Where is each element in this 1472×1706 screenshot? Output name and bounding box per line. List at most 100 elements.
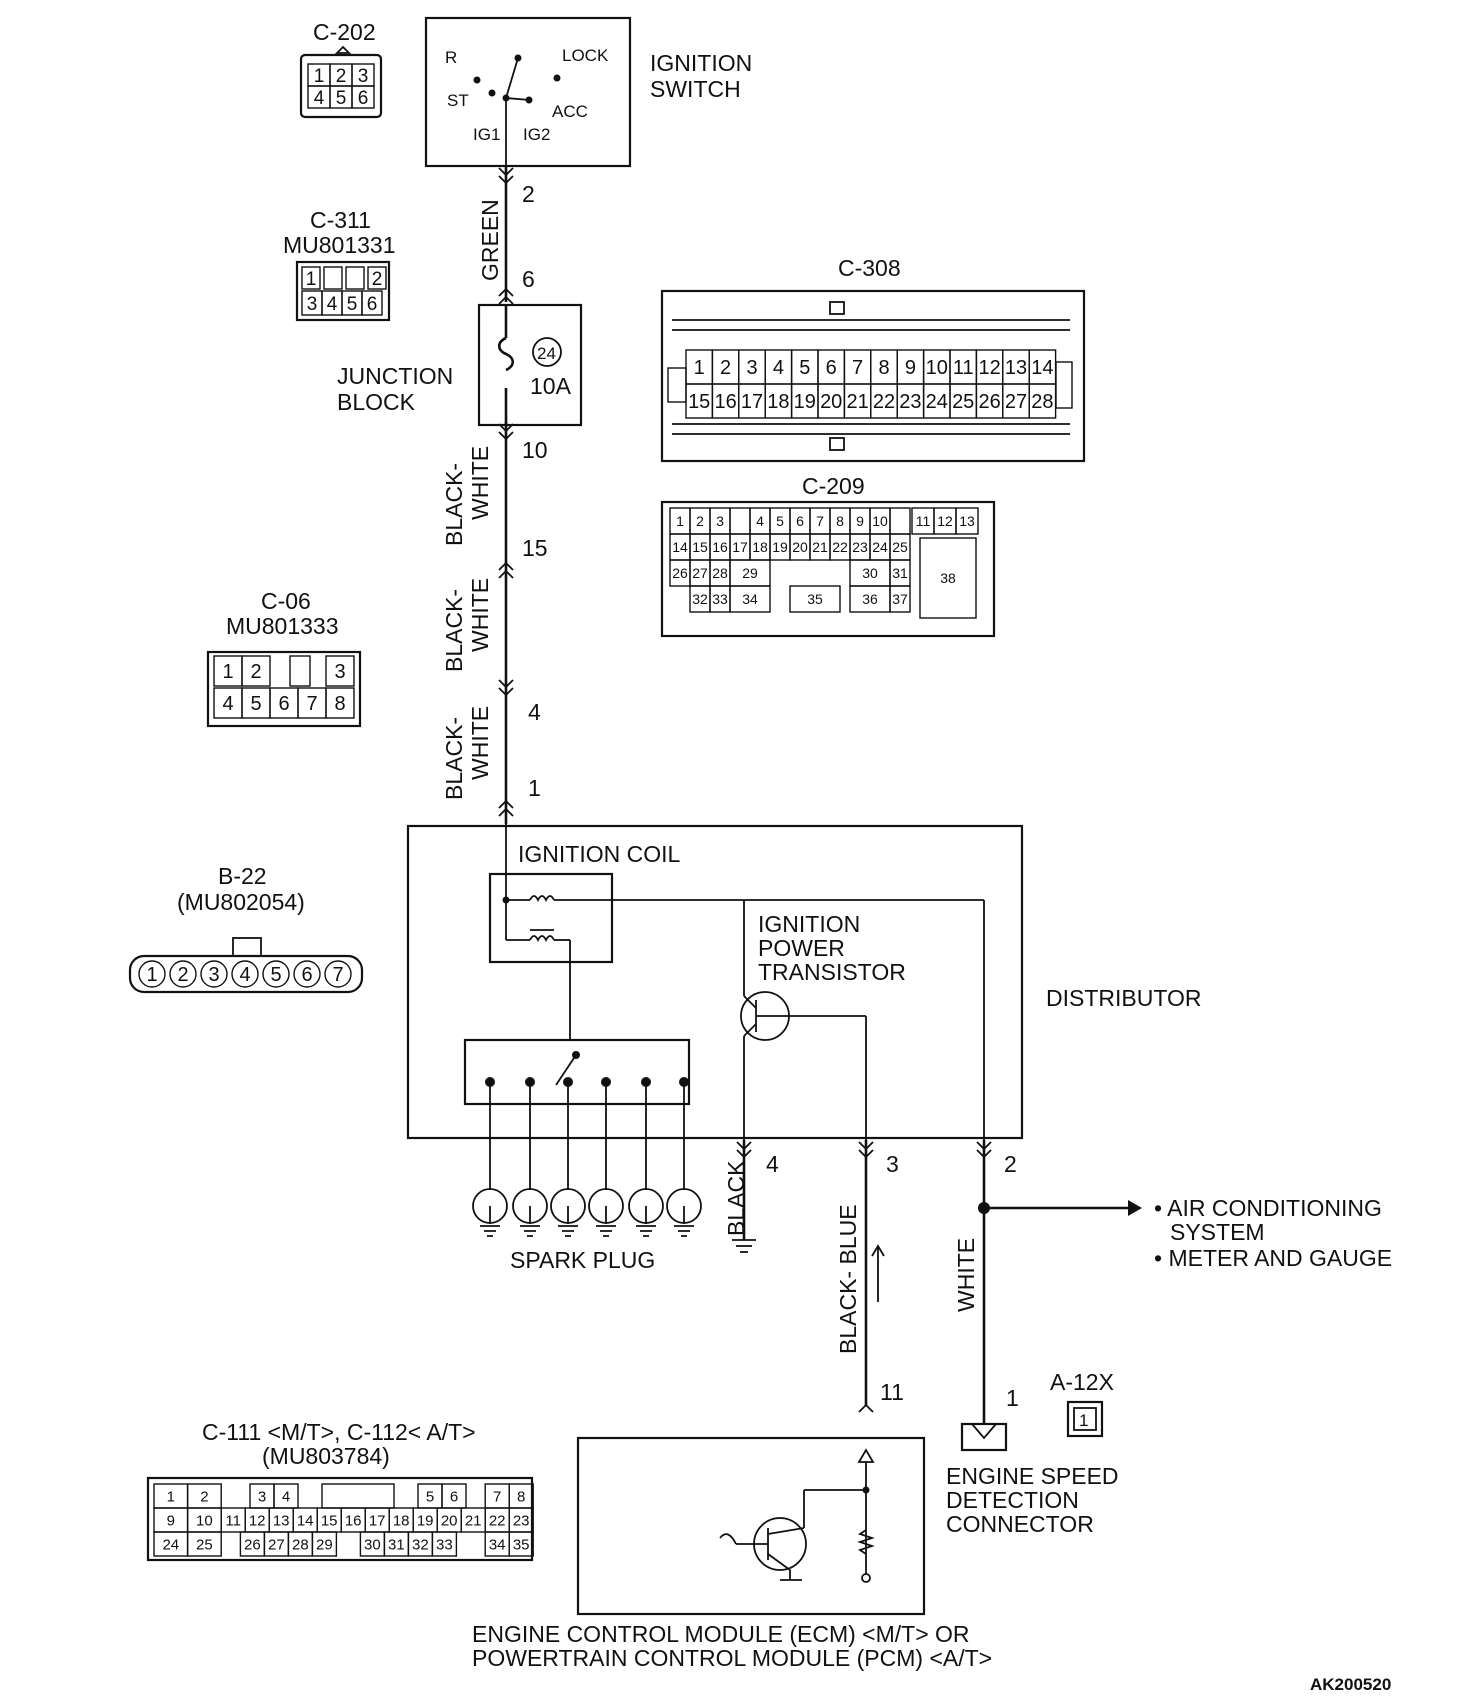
c209-pin-label: 13 [959,513,975,529]
ground-icon [520,1206,540,1237]
pin-dist-3: 3 [886,1151,899,1177]
junction-block-label-2: BLOCK [337,389,416,415]
c311-pin-label: 6 [367,294,378,315]
wire-green-label: GREEN [477,199,503,281]
c111-pin-label: 29 [316,1536,333,1553]
c111-pin-cell [508,1531,534,1557]
c202-pin-label: 6 [358,88,369,109]
transistor-label-2: POWER [758,935,845,961]
c209-pin-label: 5 [776,513,784,529]
wire-black-label: BLACK [723,1160,749,1236]
junction-block: 24 10A [477,303,583,427]
c111-pin-label: 3 [258,1488,266,1505]
c209-pin-label: 26 [672,565,688,581]
c06-pin-label: 5 [250,693,261,715]
c209-pin-label: 12 [937,513,953,529]
c111-pin-label: 5 [426,1488,434,1505]
c209-pin-label: 6 [796,513,804,529]
c308-pin-label: 9 [905,357,916,379]
pin-jb-out: 10 [522,437,548,463]
c06-id: C-06 [261,588,311,614]
fuse-rating: 10A [530,373,572,399]
pin-jb-in: 6 [522,266,535,292]
ground-icon [674,1206,694,1237]
c111-pin-label: 19 [417,1512,434,1529]
c111-pin-label: 35 [513,1536,530,1553]
c209-pin-label: 33 [712,591,728,607]
c111-pin-label: 34 [489,1536,506,1553]
c06-pin-cell [325,687,355,719]
c209-pin-label: 34 [742,591,758,607]
c111-pin-label: 15 [321,1512,338,1529]
c209-pin-label: 30 [862,565,878,581]
c111-pin-label: 16 [345,1512,362,1529]
c308-pin-label: 23 [899,391,921,413]
c111-pin-label: 24 [162,1536,179,1553]
c209-blank-cell [889,507,911,535]
c209-pin-label: 3 [716,513,724,529]
c308-pin-label: 25 [952,391,974,413]
c202-id: C-202 [313,19,376,45]
switch-pos-acc: ACC [552,102,588,121]
c111-pin-label: 6 [450,1488,458,1505]
c06-key-cell [289,655,311,687]
c209-blank-cell [729,507,751,535]
c308-pin-label: 13 [1005,357,1027,379]
b22-part: (MU802054) [177,889,305,915]
c311-pin-cell [361,290,383,316]
pin-dist-4: 4 [766,1151,779,1177]
c111-pin-label: 2 [200,1488,208,1505]
c209-id: C-209 [802,473,865,499]
b22-pin-label: 4 [239,964,250,986]
c209-pin-cell [889,585,911,613]
wire-white-label: WHITE [953,1238,979,1312]
ecm-label-2: POWERTRAIN CONTROL MODULE (PCM) <A/T> [472,1645,992,1671]
b22-id: B-22 [218,863,267,889]
c111-key-cell [321,1483,395,1509]
c209-pin-cell [729,585,771,613]
c209-pin-label: 37 [892,591,908,607]
c308-pin-label: 1 [694,357,705,379]
c111-pin-label: 7 [493,1488,501,1505]
c202-pin-label: 5 [336,88,347,109]
fuse-number: 24 [537,344,556,363]
c308-id: C-308 [838,255,901,281]
c111-pin-label: 13 [273,1512,290,1529]
wire-bw3b-label: WHITE [467,706,493,780]
c209-pin-label: 27 [692,565,708,581]
c06-part: MU801333 [226,613,339,639]
c06-pin-label: 1 [222,661,233,683]
c209-pin-label: 16 [712,539,728,555]
b22-pin-label: 2 [177,964,188,986]
b22-pin-cell [324,960,352,988]
c111-pin-label: 31 [388,1536,405,1553]
c111-pin-label: 30 [364,1536,381,1553]
c209-pin-label: 10 [872,513,888,529]
switch-pos-st: ST [447,91,469,110]
c111-pin-label: 28 [292,1536,309,1553]
c308-pin-label: 21 [846,391,868,413]
c111-pin-label: 17 [369,1512,386,1529]
c111-pin-cell [431,1531,458,1557]
c308-pin-label: 10 [926,357,948,379]
c111-pin-label: 26 [244,1536,261,1553]
c308-pin-label: 11 [953,357,974,379]
c111-pin-label: 21 [465,1512,482,1529]
output-item1-line2: SYSTEM [1170,1219,1265,1245]
a12x-pin: 1 [1079,1411,1088,1430]
spark-plugs [472,1077,702,1237]
switch-pos-lock: LOCK [562,46,609,65]
c111-pin-label: 9 [167,1512,175,1529]
c111-pin-label: 33 [436,1536,453,1553]
b22-pin-cell [169,960,197,988]
c111-id: C-111 <M/T>, C-112< A/T> [202,1419,476,1445]
c209-pin-label: 24 [872,539,888,555]
c209-pin-label: 25 [892,539,908,555]
output-item2: • METER AND GAUGE [1154,1245,1392,1271]
c06-pin-label: 3 [334,661,345,683]
c311-pin-label: 4 [327,294,338,315]
